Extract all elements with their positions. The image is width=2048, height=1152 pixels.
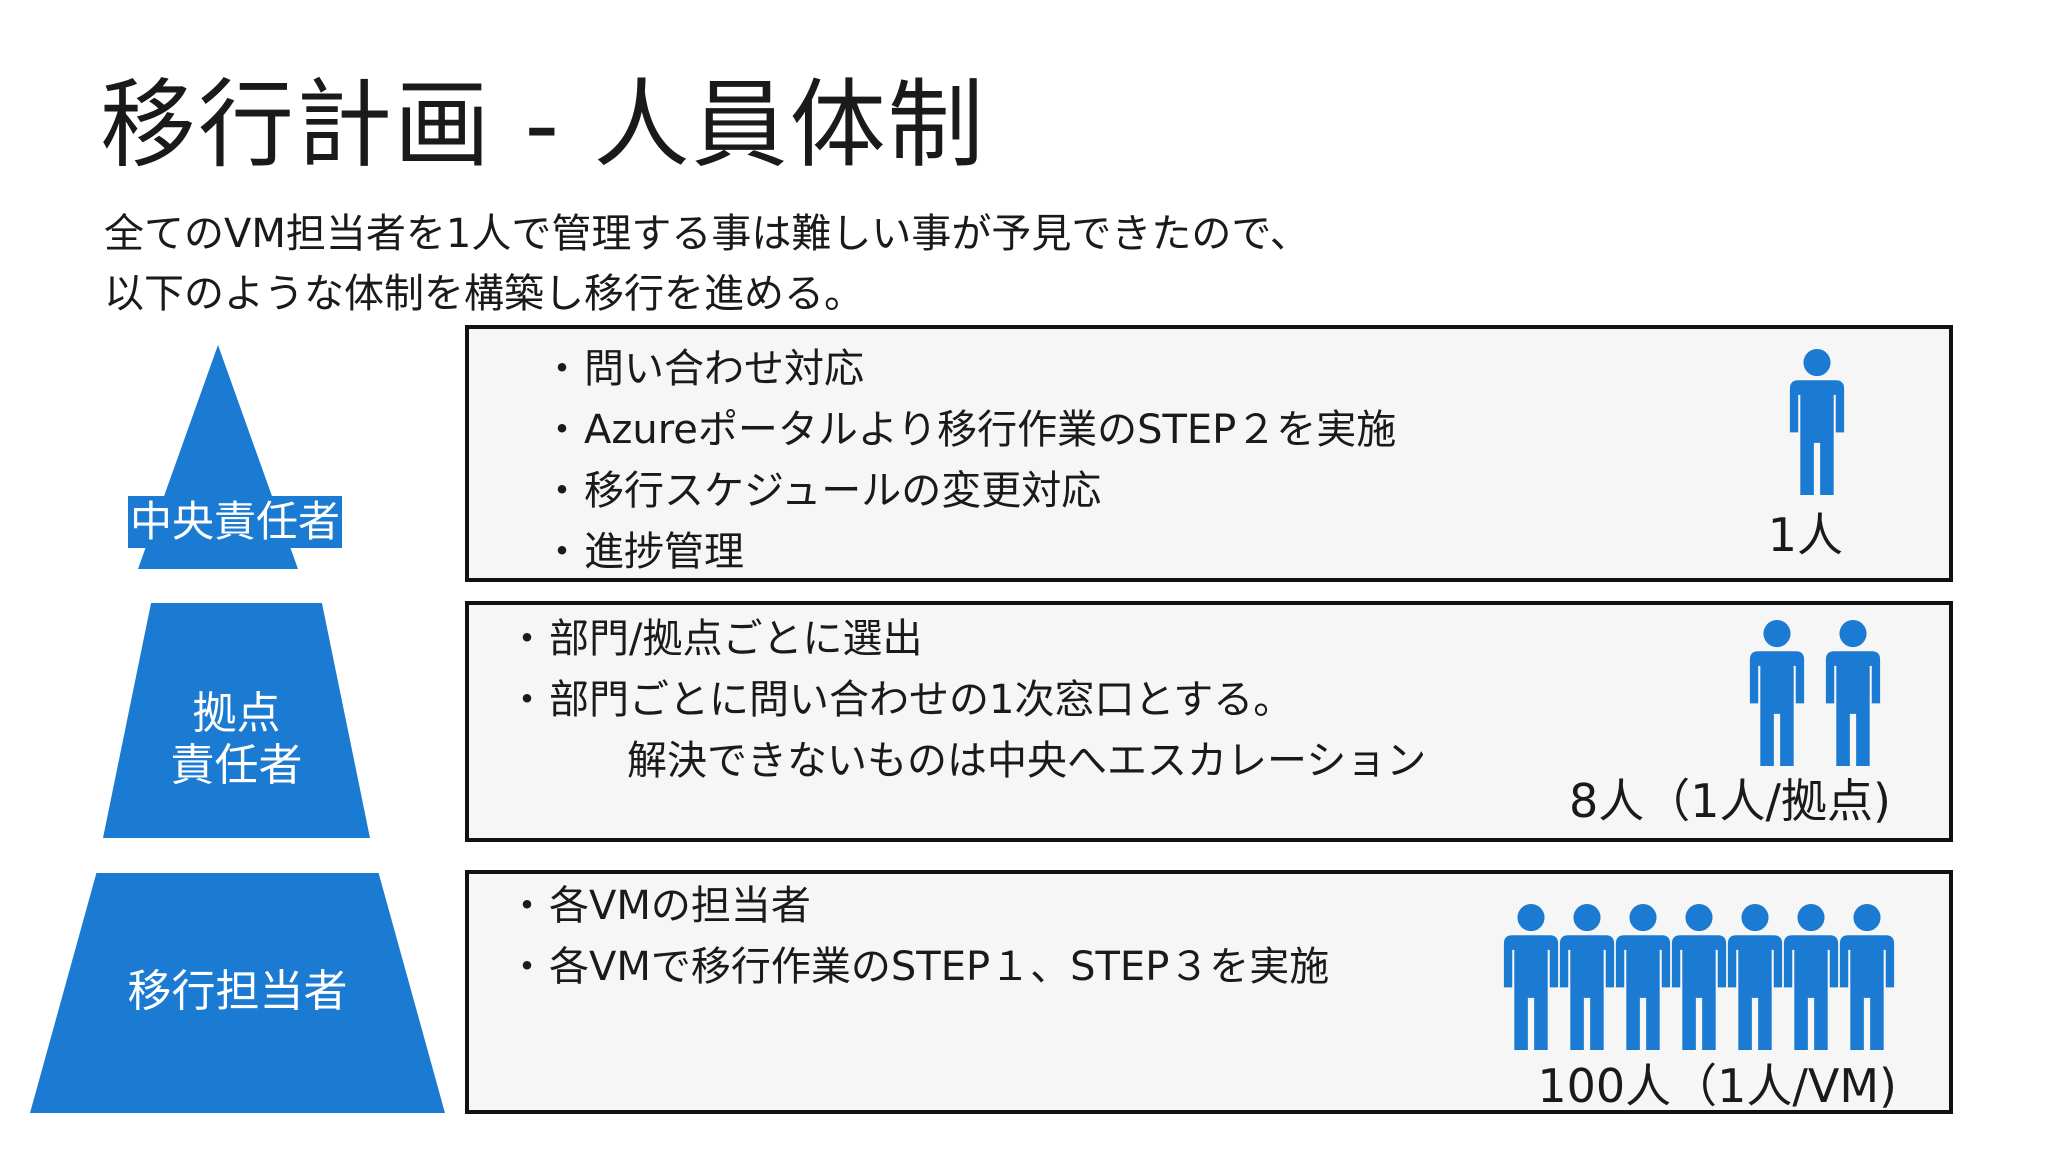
tier-label-central: 中央責任者 — [128, 496, 342, 548]
list-item: ・進捗管理 — [542, 522, 1396, 583]
bullet-dot: ・ — [542, 529, 582, 575]
bullet-dot: ・ — [507, 616, 547, 662]
list-item: ・部門ごとに問い合わせの1次窓口とする。 — [507, 670, 1294, 731]
bullet-dot: ・ — [507, 677, 547, 723]
person-icon — [1559, 904, 1615, 1050]
list-item: ・問い合わせ対応 — [542, 339, 1396, 400]
list-item: ・部門/拠点ごとに選出 — [507, 609, 1293, 670]
pyramid-bottom-shape — [30, 873, 445, 1113]
migration-bullets: ・各VMの担当者 ・各VMで移行作業のSTEP１、STEP３を実施 — [507, 876, 1330, 998]
central-bullets: ・問い合わせ対応 ・Azureポータルより移行作業のSTEP２を実施 ・移行スケ… — [542, 339, 1397, 583]
bullet-text: 各VMで移行作業のSTEP１、STEP３を実施 — [549, 944, 1330, 990]
escalation-note: 解決できないものは中央へエスカレーション — [627, 738, 1427, 784]
list-item: ・Azureポータルより移行作業のSTEP２を実施 — [542, 400, 1397, 461]
person-icon — [1615, 904, 1671, 1050]
migration-count: 100人（1人/VM) — [1537, 1059, 1897, 1113]
intro-text: 全てのVM担当者を1人で管理する事は難しい事が予見できたので、 以下のような体制… — [104, 204, 1310, 324]
tier-box-site: ・部門/拠点ごとに選出 ・部門ごとに問い合わせの1次窓口とする。 解決できないも… — [465, 601, 1953, 842]
intro-line-1: 全てのVM担当者を1人で管理する事は難しい事が予見できたので、 — [104, 211, 1310, 257]
intro-line-2: 以下のような体制を構築し移行を進める。 — [104, 271, 864, 317]
bullet-dot: ・ — [507, 944, 547, 990]
bullet-text: 問い合わせ対応 — [584, 346, 864, 392]
pyramid-middle-shape — [103, 603, 370, 838]
page-title: 移行計画 - 人員体制 — [100, 69, 986, 181]
tier-label-site: 拠点 責任者 — [103, 688, 370, 792]
bullet-text: 進捗管理 — [584, 529, 744, 575]
tier-label-site-line1: 拠点 — [192, 688, 281, 739]
person-icon — [1503, 904, 1559, 1050]
bullet-dot: ・ — [542, 346, 582, 392]
bullet-dot: ・ — [542, 468, 582, 514]
central-count: 1人 — [1767, 508, 1843, 562]
bullet-text: 部門ごとに問い合わせの1次窓口とする。 — [549, 677, 1294, 723]
person-icon — [1727, 904, 1783, 1050]
person-icon — [1783, 904, 1839, 1050]
person-icon — [1839, 904, 1895, 1050]
tier-box-central: ・問い合わせ対応 ・Azureポータルより移行作業のSTEP２を実施 ・移行スケ… — [465, 325, 1953, 582]
person-icon — [1825, 620, 1881, 766]
list-item: ・各VMの担当者 — [507, 876, 1329, 937]
bullet-text: Azureポータルより移行作業のSTEP２を実施 — [584, 407, 1397, 453]
site-person-icons — [1741, 620, 1889, 766]
list-item: ・移行スケジュールの変更対応 — [542, 461, 1396, 522]
bullet-dot: ・ — [542, 407, 582, 453]
person-icon — [1671, 904, 1727, 1050]
central-person-icons — [1781, 349, 1853, 495]
person-icon — [1749, 620, 1805, 766]
bullet-text: 部門/拠点ごとに選出 — [549, 616, 923, 662]
site-bullets: ・部門/拠点ごとに選出 ・部門ごとに問い合わせの1次窓口とする。 — [507, 609, 1294, 731]
site-count: 8人（1人/拠点) — [1569, 774, 1891, 828]
person-icon — [1789, 349, 1845, 495]
bullet-text: 各VMの担当者 — [549, 883, 811, 929]
tier-label-migration: 移行担当者 — [127, 966, 348, 1017]
bullet-dot: ・ — [507, 883, 547, 929]
tier-box-migration: ・各VMの担当者 ・各VMで移行作業のSTEP１、STEP３を実施 — [465, 870, 1953, 1114]
migration-person-icons — [1499, 904, 1899, 1050]
list-item: ・各VMで移行作業のSTEP１、STEP３を実施 — [507, 937, 1330, 998]
tier-label-site-line2: 責任者 — [170, 740, 303, 791]
bullet-text: 移行スケジュールの変更対応 — [584, 468, 1102, 514]
